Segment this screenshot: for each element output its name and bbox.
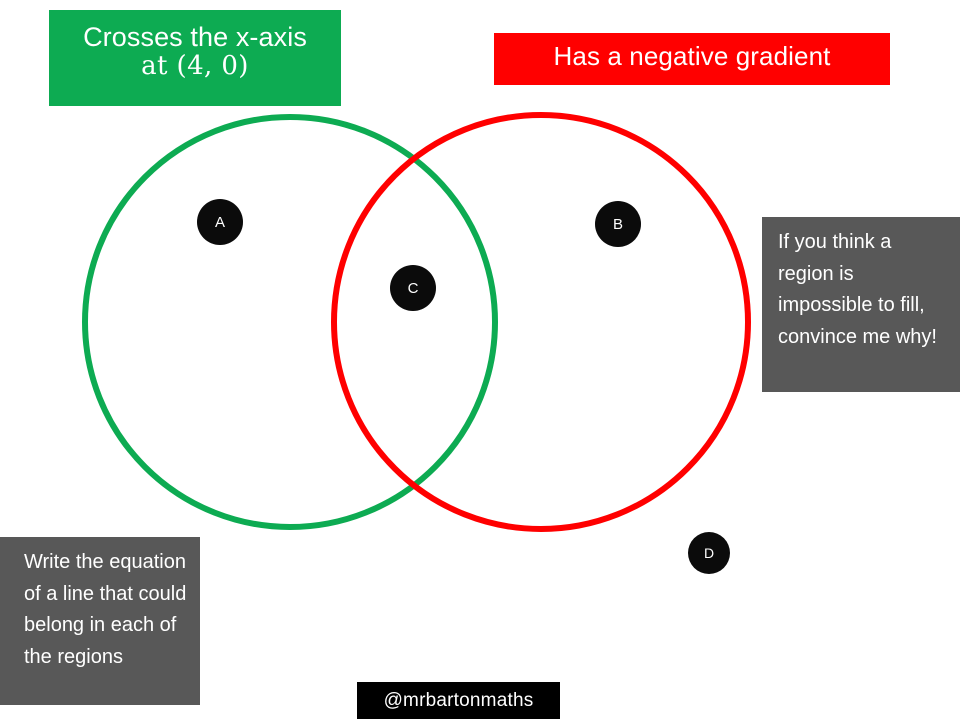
criterion-red-text: Has a negative gradient [553, 41, 831, 71]
note-impossible-region: If you think a region is impossible to f… [762, 217, 960, 392]
region-marker-b: B [595, 201, 641, 247]
venn-circle-green [82, 114, 498, 530]
criterion-green-line2: at (4, 0) [141, 51, 249, 82]
note-task-instruction: Write the equation of a line that could … [0, 537, 200, 705]
watermark-handle: @mrbartonmaths [357, 682, 560, 719]
region-marker-a: A [197, 199, 243, 245]
criterion-label-red: Has a negative gradient [494, 33, 890, 85]
criterion-green-line1: Crosses the x-axis [83, 22, 307, 52]
region-marker-c: C [390, 265, 436, 311]
criterion-label-green: Crosses the x-axis at (4, 0) [49, 10, 341, 106]
venn-circle-red [331, 112, 751, 532]
region-marker-d: D [688, 532, 730, 574]
